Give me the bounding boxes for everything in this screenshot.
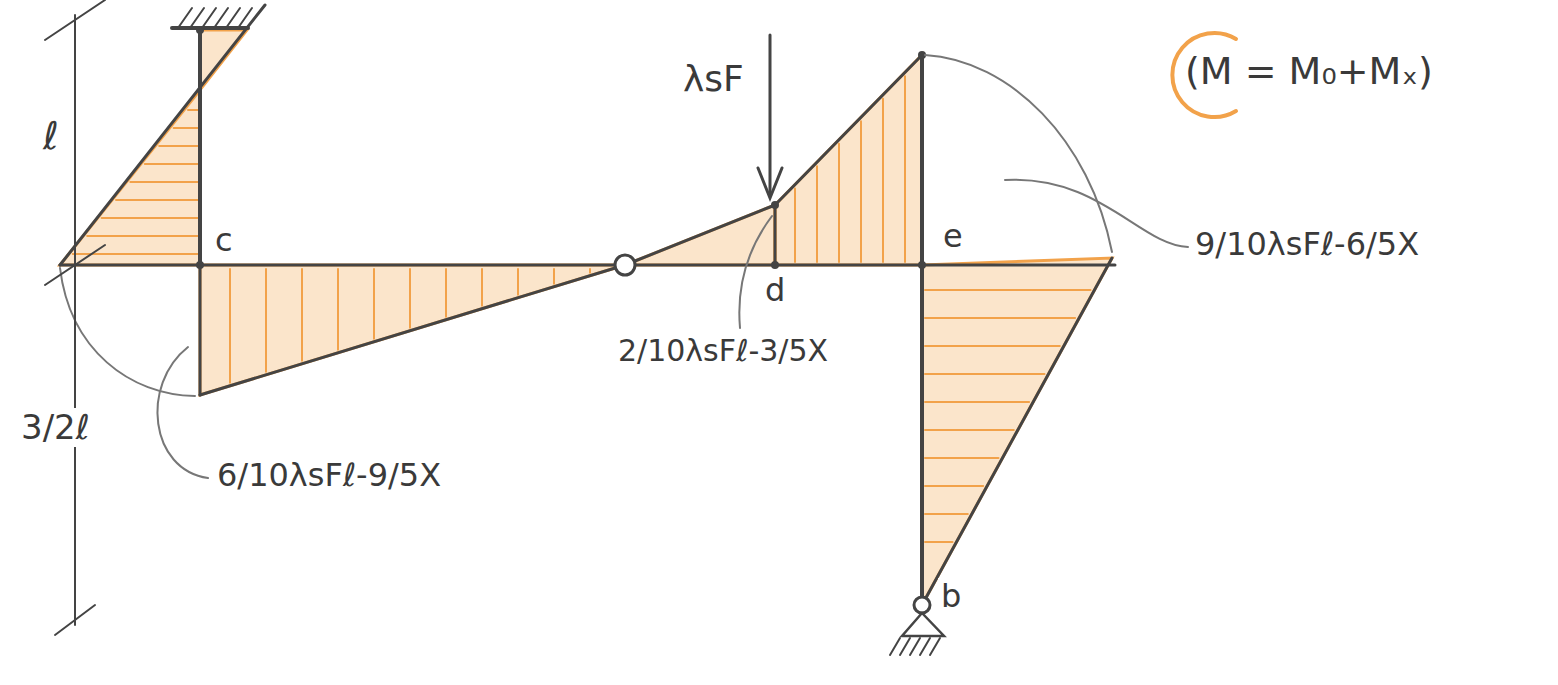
hatch-line	[816, 166, 818, 262]
support-hatch	[202, 8, 216, 28]
moment-area	[200, 265, 625, 395]
pin-support	[902, 613, 944, 636]
support-hatch	[178, 8, 192, 28]
moment-value: 2/10λsFℓ-3/5X	[615, 334, 831, 369]
hatch-line	[188, 109, 198, 111]
hatch-line	[925, 541, 952, 543]
support-hatch	[890, 638, 900, 655]
node-dot	[918, 261, 926, 269]
moment-line	[200, 265, 625, 395]
hatch-line	[229, 269, 231, 383]
hatch-line	[904, 76, 906, 262]
curve-line	[60, 268, 195, 396]
moment-line	[775, 55, 922, 205]
hatch-line	[925, 289, 1090, 291]
support-hatch	[190, 8, 204, 28]
point-label: c	[212, 222, 236, 259]
moment-area	[922, 258, 1112, 605]
moment-area	[775, 55, 922, 265]
dimension-tick	[45, 245, 105, 285]
support-hatch	[900, 638, 910, 655]
ordinate-line	[774, 205, 777, 265]
point-label: d	[762, 272, 788, 309]
dimension-tick	[55, 605, 95, 635]
hatch-line	[265, 269, 267, 372]
node-dot	[196, 261, 204, 269]
hatch-line	[116, 199, 198, 201]
pin-support	[914, 597, 930, 613]
dimension-label: 3/2ℓ	[18, 408, 93, 447]
ordinate-line	[199, 265, 202, 395]
dimension-line	[74, 15, 76, 625]
moment-value: 9/10λsFℓ-6/5X	[1192, 226, 1422, 263]
moment-line	[922, 258, 1112, 605]
hatch-line	[87, 235, 198, 237]
hatch-line	[925, 345, 1060, 347]
hatch-line	[445, 269, 447, 317]
node-dot	[771, 201, 779, 209]
hatch-line	[301, 269, 303, 361]
hatch-line	[145, 163, 198, 165]
hatch-line	[794, 189, 796, 262]
formula: (M = M₀+Mₓ)	[1182, 50, 1436, 94]
moment-line	[625, 205, 775, 265]
support-hatch	[920, 638, 930, 655]
hatch-line	[517, 269, 519, 295]
hatch-line	[159, 145, 198, 147]
hatch-line	[925, 373, 1044, 375]
support-hatch	[930, 638, 940, 655]
leader-line	[157, 347, 208, 478]
support-hatch	[910, 638, 920, 655]
column	[198, 30, 202, 265]
moment-area	[625, 205, 775, 265]
hatch-line	[174, 127, 198, 129]
load-label: λsF	[680, 58, 747, 99]
point-label: b	[938, 578, 964, 615]
moment-value: 6/10λsFℓ-9/5X	[214, 457, 444, 494]
hatch-line	[860, 121, 862, 262]
hatch-line	[553, 269, 555, 284]
hatch-line	[337, 269, 339, 350]
hatch-line	[481, 269, 483, 306]
hatch-line	[838, 144, 840, 262]
beam	[60, 264, 1115, 267]
hatch-line	[882, 99, 884, 262]
hatch-line	[925, 513, 968, 515]
load-arrow	[769, 35, 772, 195]
hatch-line	[925, 429, 1014, 431]
support-hatch	[226, 8, 240, 28]
support-hatch	[214, 8, 228, 28]
hatch-line	[409, 269, 411, 328]
moment-line	[60, 5, 265, 265]
dimension-label: ℓ	[40, 115, 62, 159]
hatch-line	[130, 181, 198, 183]
support-hatch	[238, 8, 252, 28]
dimension-tick	[45, 0, 105, 40]
hatch-line	[102, 217, 198, 219]
arrowhead	[758, 168, 782, 198]
fixed-support	[172, 26, 248, 30]
hinge	[615, 255, 635, 275]
hatch-line	[589, 269, 591, 273]
column	[920, 55, 924, 605]
hatch-line	[373, 269, 375, 339]
hatch-line	[925, 401, 1029, 403]
leader-line	[1005, 180, 1188, 247]
hatch-line	[925, 317, 1075, 319]
hatch-line	[925, 485, 983, 487]
point-label: e	[940, 218, 966, 255]
hatch-line	[925, 457, 998, 459]
node-dot	[771, 261, 779, 269]
